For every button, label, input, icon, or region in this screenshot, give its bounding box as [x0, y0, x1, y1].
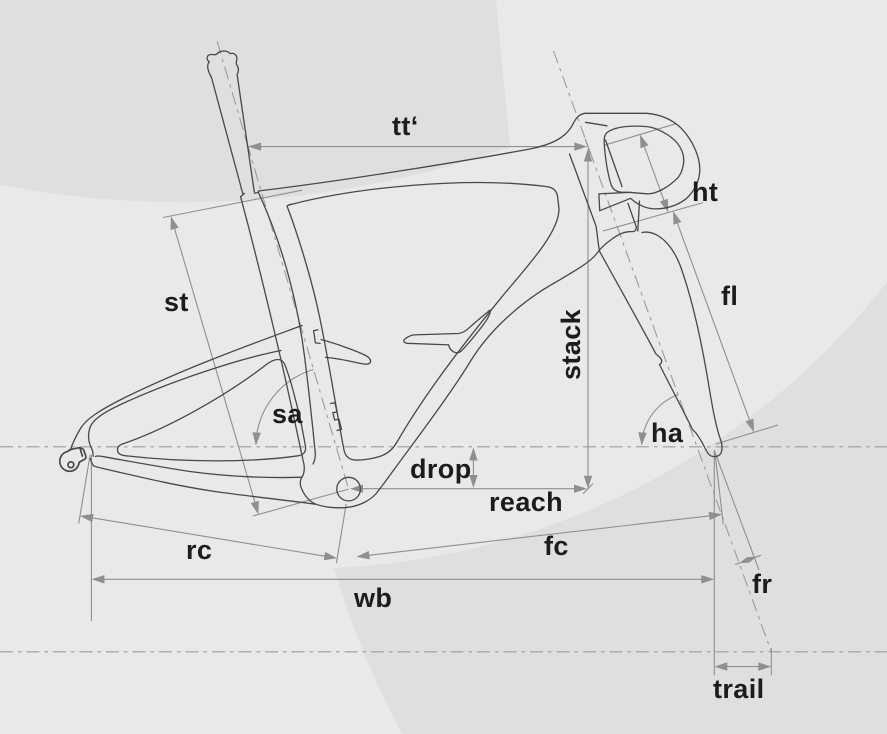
svg-text:ha: ha — [651, 418, 684, 448]
svg-text:reach: reach — [489, 487, 563, 517]
svg-text:ht: ht — [692, 177, 718, 207]
svg-text:drop: drop — [410, 454, 472, 484]
svg-text:tt‘: tt‘ — [392, 111, 419, 141]
svg-text:sa: sa — [272, 399, 303, 429]
svg-text:wb: wb — [353, 583, 392, 613]
svg-text:fr: fr — [752, 569, 772, 599]
svg-text:trail: trail — [713, 674, 765, 704]
svg-text:rc: rc — [186, 535, 212, 565]
svg-text:fc: fc — [544, 531, 569, 561]
svg-text:stack: stack — [556, 308, 586, 380]
svg-text:st: st — [164, 287, 189, 317]
svg-text:fl: fl — [721, 281, 738, 311]
